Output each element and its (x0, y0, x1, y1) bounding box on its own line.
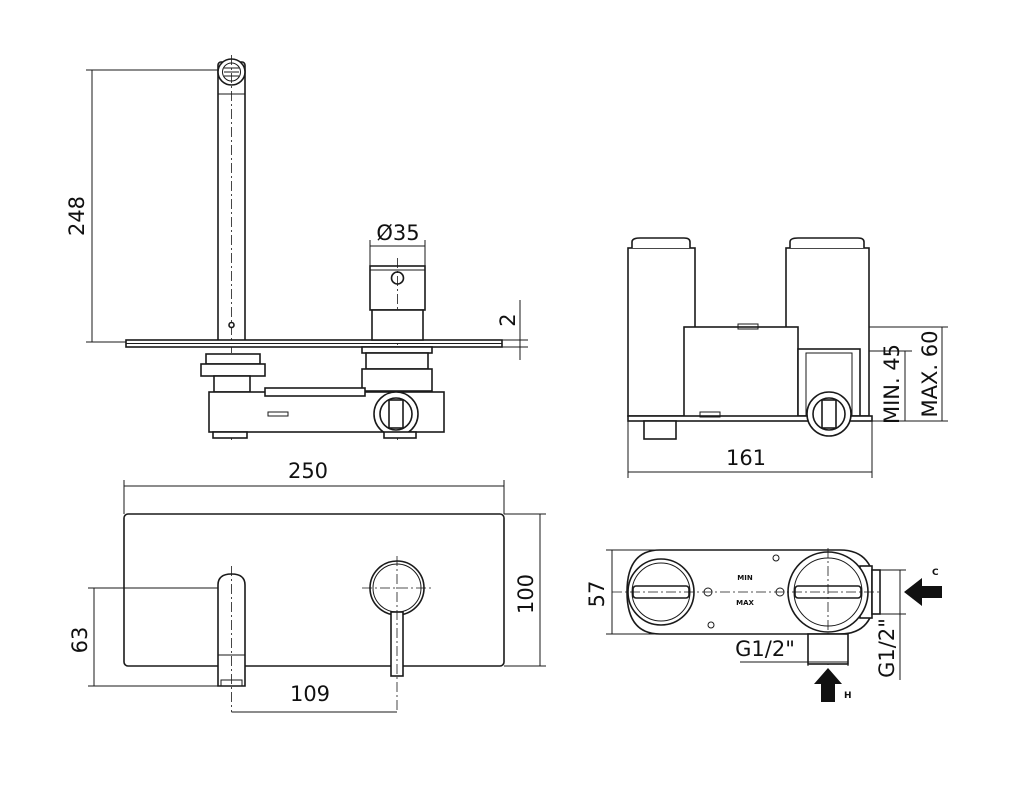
dimension-161: 161 (726, 446, 766, 470)
front-view: 250 100 63 109 (68, 459, 546, 713)
cold-inlet-label: C (932, 568, 939, 578)
dimension-min-45: MIN. 45 (880, 344, 904, 424)
dimension-248: 248 (65, 196, 89, 236)
top-view: MIN MAX 57 G1/2" G1/2" C H (585, 548, 942, 702)
dimension-57: 57 (585, 581, 609, 608)
cold-inlet-arrow-icon (904, 578, 942, 606)
dimension-thread-bottom: G1/2" (735, 637, 795, 661)
body-side-view: MIN. 45 MAX. 60 161 (627, 237, 948, 478)
dimension-plate-2: 2 (496, 313, 520, 326)
side-view: 248 Ø35 2 (65, 55, 528, 440)
dimension-109: 109 (290, 682, 330, 706)
hot-inlet-label: H (844, 691, 852, 701)
dimension-100: 100 (514, 574, 538, 614)
dimension-diameter-35: Ø35 (376, 221, 419, 245)
dimension-max-60: MAX. 60 (918, 331, 942, 418)
dimension-63: 63 (68, 627, 92, 654)
dimension-thread-side: G1/2" (875, 618, 899, 678)
min-marking: MIN (737, 574, 753, 582)
hot-inlet-arrow-icon (814, 668, 842, 702)
max-marking: MAX (736, 599, 754, 607)
dimension-250: 250 (288, 459, 328, 483)
